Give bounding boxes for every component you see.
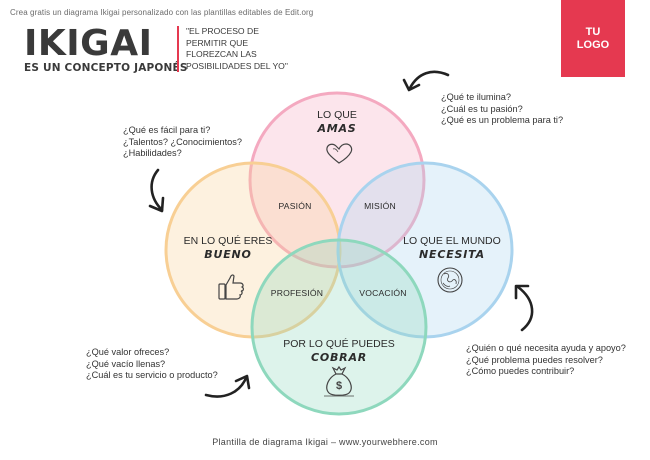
question-item: ¿Qué problema puedes resolver? (466, 354, 603, 365)
svg-text:$: $ (336, 380, 342, 392)
money-bag-icon: $ (324, 365, 354, 397)
question-item: ¿Habilidades? (123, 148, 182, 158)
page-subtitle: ES UN CONCEPTO JAPONÉS (24, 62, 188, 74)
label-necesita-emphasis: NECESITA (419, 248, 485, 261)
question-item: ¿Quién o qué necesita ayuda y apoyo? (466, 343, 626, 353)
thumbs-up-icon (218, 274, 244, 300)
quote-line: POSIBILIDADES DEL YO" (186, 60, 288, 71)
circle-cobrar (250, 238, 428, 416)
logo-line: LOGO (576, 38, 610, 51)
heart-icon (326, 143, 353, 164)
header-quote: "EL PROCESO DE PERMITIR QUE FLOREZCAN LA… (186, 26, 336, 72)
quote-line: "EL PROCESO DE (186, 26, 259, 36)
label-amas: LO QUE AMAS (287, 109, 387, 135)
globe-icon (437, 267, 463, 293)
question-item: ¿Qué te ilumina? (441, 92, 511, 102)
question-item: ¿Talentos? ¿Conocimientos? (123, 136, 242, 147)
question-item: ¿Cuál es tu pasión? (441, 103, 523, 114)
label-bueno-text: EN LO QUÉ ERES (183, 235, 273, 247)
header-divider (177, 26, 179, 72)
footer: Plantilla de diagrama Ikigai – www.yourw… (212, 437, 438, 447)
page-title: IKIGAI (24, 23, 153, 64)
quote-line: FLOREZCAN LAS (186, 49, 257, 59)
top-note: Crea gratis un diagrama Ikigai personali… (10, 8, 314, 17)
quote-line: PERMITIR QUE (186, 37, 249, 48)
label-cobrar: POR LO QUÉ PUEDES COBRAR (279, 338, 399, 364)
label-bueno-emphasis: BUENO (204, 248, 252, 261)
label-amas-text: LO QUE (317, 109, 357, 121)
questions-cobrar: ¿Qué valor ofreces? ¿Qué vacío llenas? ¿… (86, 347, 218, 382)
questions-amas: ¿Qué te ilumina? ¿Cuál es tu pasión? ¿Qu… (441, 92, 563, 127)
label-cobrar-text: POR LO QUÉ PUEDES (283, 338, 395, 350)
arrow-icon (402, 70, 450, 92)
label-necesita: LO QUE EL MUNDO NECESITA (397, 235, 507, 261)
arrow-icon (514, 284, 534, 332)
overlap-vocacion: VOCACIÓN (359, 288, 407, 298)
questions-necesita: ¿Quién o qué necesita ayuda y apoyo? ¿Qu… (466, 343, 626, 378)
label-amas-emphasis: AMAS (317, 122, 357, 135)
label-necesita-text: LO QUE EL MUNDO (403, 235, 501, 247)
question-item: ¿Qué valor ofreces? (86, 347, 170, 357)
overlap-pasion: PASIÓN (278, 201, 312, 211)
overlap-mision: MISIÓN (364, 201, 396, 211)
label-bueno: EN LO QUÉ ERES BUENO (178, 235, 278, 261)
arrow-icon (148, 168, 165, 213)
questions-bueno: ¿Qué es fácil para ti? ¿Talentos? ¿Conoc… (123, 125, 242, 160)
arrow-icon (204, 374, 251, 398)
question-item: ¿Qué es un problema para ti? (441, 115, 564, 125)
question-item: ¿Cuál es tu servicio o producto? (86, 370, 218, 380)
label-cobrar-emphasis: COBRAR (310, 351, 368, 364)
logo-line: TU (585, 25, 601, 38)
question-item: ¿Qué vacío llenas? (86, 358, 166, 369)
overlap-profesion: PROFESIÓN (270, 288, 324, 298)
question-item: ¿Cómo puedes contribuir? (466, 366, 575, 376)
question-item: ¿Qué es fácil para ti? (123, 125, 211, 135)
